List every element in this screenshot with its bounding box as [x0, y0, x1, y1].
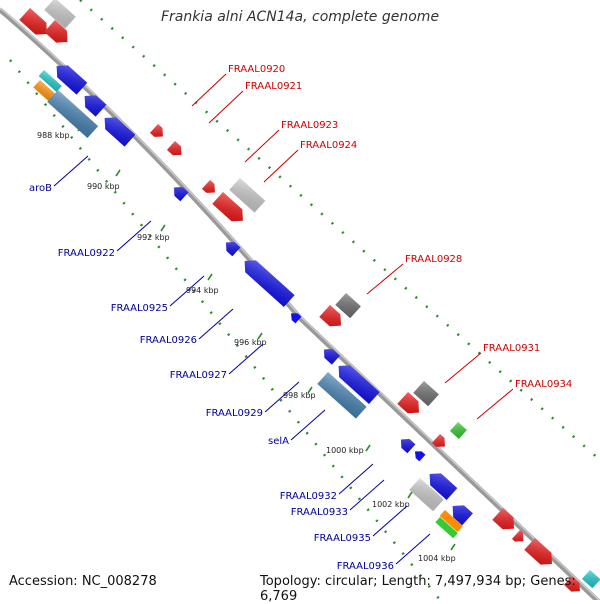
gene-feature[interactable]: [449, 422, 467, 439]
gene-feature[interactable]: [166, 141, 185, 159]
gene-feature[interactable]: [511, 530, 527, 546]
tick-label-group: 988 kbp 990 kbp 992 kbp 994 kbp 996 kbp …: [37, 131, 456, 563]
gene-label[interactable]: FRAAL0925: [111, 303, 168, 314]
gene-feature[interactable]: [222, 238, 241, 257]
gene-feature[interactable]: [320, 345, 340, 365]
gene-feature[interactable]: [435, 517, 458, 539]
tick-label: 1004 kbp: [418, 554, 456, 563]
gene-feature[interactable]: [99, 112, 136, 147]
gene-feature[interactable]: [413, 381, 439, 407]
reverse-features: [33, 60, 473, 539]
gene-label[interactable]: selA: [268, 436, 289, 447]
gene-feature[interactable]: [44, 20, 73, 48]
gene-label[interactable]: FRAAL0924: [300, 140, 357, 151]
gene-label[interactable]: FRAAL0929: [206, 408, 263, 419]
gene-feature[interactable]: [212, 192, 248, 227]
accession-label: Accession: NC_008278: [9, 574, 157, 589]
gene-feature[interactable]: [439, 509, 463, 533]
gene-feature[interactable]: [19, 8, 52, 40]
gene-feature[interactable]: [524, 538, 557, 570]
gene-feature[interactable]: [201, 180, 219, 197]
gene-label[interactable]: FRAAL0931: [483, 343, 540, 354]
map-title: Frankia alni ACN14a, complete genome: [160, 9, 440, 25]
gene-label[interactable]: FRAAL0936: [337, 561, 394, 572]
tick-label: 996 kbp: [234, 338, 267, 347]
gene-label[interactable]: FRAAL0933: [291, 507, 348, 518]
gene-feature[interactable]: [447, 500, 473, 526]
tick-label: 1002 kbp: [372, 500, 410, 509]
tick-label: 1000 kbp: [326, 446, 364, 455]
gene-feature[interactable]: [44, 0, 76, 29]
gene-label[interactable]: FRAAL0935: [314, 533, 371, 544]
gene-feature[interactable]: [38, 70, 62, 93]
forward-label-group: FRAAL0920 FRAAL0921 FRAAL0923 FRAAL0924 …: [228, 64, 572, 390]
gene-feature[interactable]: [319, 305, 346, 332]
gene-feature[interactable]: [563, 576, 584, 596]
gene-feature[interactable]: [397, 435, 416, 454]
gene-label[interactable]: FRAAL0921: [245, 81, 302, 92]
gene-label[interactable]: FRAAL0920: [228, 64, 285, 75]
gene-feature[interactable]: [229, 178, 266, 213]
gene-label[interactable]: FRAAL0928: [405, 254, 462, 265]
gene-label[interactable]: FRAAL0922: [58, 248, 115, 259]
gene-feature[interactable]: [47, 90, 99, 139]
tick-label: 994 kbp: [186, 286, 219, 295]
gene-label[interactable]: FRAAL0923: [281, 120, 338, 131]
forward-leaders: [191, 73, 514, 420]
gene-feature[interactable]: [424, 468, 458, 500]
gene-feature[interactable]: [79, 90, 107, 117]
reverse-label-group: aroB FRAAL0922 FRAAL0925 FRAAL0926 FRAAL…: [29, 183, 394, 572]
gene-label[interactable]: FRAAL0932: [280, 491, 337, 502]
gene-feature[interactable]: [397, 392, 424, 419]
gene-label[interactable]: FRAAL0926: [140, 335, 197, 346]
gene-label[interactable]: FRAAL0927: [170, 370, 227, 381]
gene-feature[interactable]: [431, 434, 449, 451]
gene-feature[interactable]: [333, 360, 380, 405]
gene-feature[interactable]: [335, 293, 361, 319]
gene-feature[interactable]: [492, 508, 519, 535]
gene-feature[interactable]: [317, 372, 367, 419]
reverse-leaders: [53, 155, 431, 565]
forward-features: [19, 0, 600, 596]
tick-label: 990 kbp: [87, 182, 120, 191]
gene-label[interactable]: aroB: [29, 183, 52, 194]
tick-label: 988 kbp: [37, 131, 70, 140]
tick-label: 992 kbp: [137, 233, 170, 242]
outer-tick-rail: [9, 0, 600, 600]
tick-label: 998 kbp: [283, 391, 316, 400]
gene-feature[interactable]: [581, 570, 600, 589]
gene-feature[interactable]: [51, 60, 88, 95]
gene-feature[interactable]: [288, 310, 302, 324]
gene-feature[interactable]: [412, 448, 426, 462]
gene-feature[interactable]: [170, 183, 189, 202]
gene-feature[interactable]: [239, 255, 295, 308]
gene-feature[interactable]: [409, 478, 444, 512]
gene-label[interactable]: FRAAL0934: [515, 379, 572, 390]
gene-feature[interactable]: [149, 124, 167, 141]
